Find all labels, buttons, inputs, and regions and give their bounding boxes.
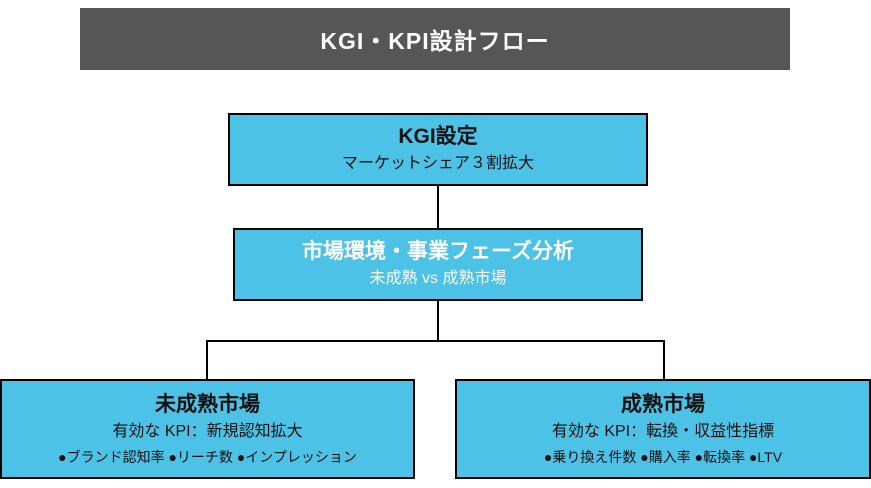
immature-market-title: 未成熟市場 [155,392,260,416]
connector-branch-left [206,340,208,379]
analysis-box-title: 市場環境・事業フェーズ分析 [302,240,574,264]
immature-market-subtitle: 有効な KPI：新規認知拡大 [112,423,303,441]
kgi-box-subtitle: マーケットシェア３割拡大 [341,155,534,173]
kgi-box-title: KGI設定 [398,125,478,149]
connector-kgi-to-analysis [437,186,439,228]
diagram-title: KGI・KPI設計フロー [320,28,550,54]
mature-market-title: 成熟市場 [621,392,705,416]
analysis-box-subtitle: 未成熟 vs 成熟市場 [369,270,507,288]
diagram-header: KGI・KPI設計フロー [80,8,790,70]
mature-market-bullets: ●乗り換え件数 ●購入率 ●転換率 ●LTV [543,448,783,465]
kgi-box: KGI設定 マーケットシェア３割拡大 [228,113,648,186]
connector-branch-horizontal [206,340,665,342]
connector-branch-right [663,340,665,379]
immature-market-box: 未成熟市場 有効な KPI：新規認知拡大 ●ブランド認知率 ●リーチ数 ●インプ… [0,379,415,479]
mature-market-box: 成熟市場 有効な KPI：転換・収益性指標 ●乗り換え件数 ●購入率 ●転換率 … [455,379,871,479]
mature-market-subtitle: 有効な KPI：転換・収益性指標 [551,423,775,441]
immature-market-bullets: ●ブランド認知率 ●リーチ数 ●インプレッション [58,448,357,465]
connector-analysis-stem [437,301,439,341]
analysis-box: 市場環境・事業フェーズ分析 未成熟 vs 成熟市場 [233,228,643,301]
